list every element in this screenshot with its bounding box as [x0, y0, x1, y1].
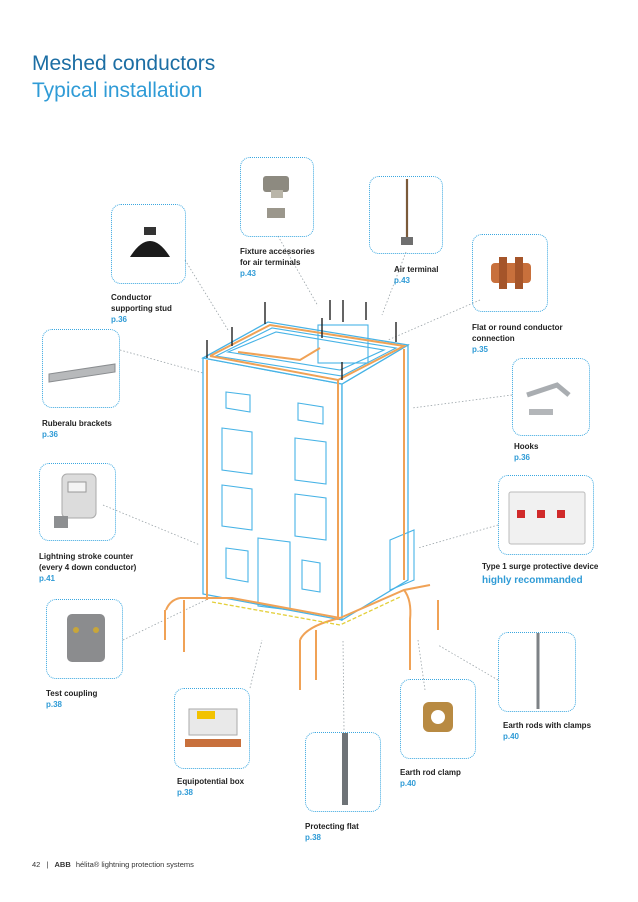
flat-connection-icon [491, 257, 531, 289]
label-fixture: Fixture accessories for air terminals p.… [240, 247, 315, 278]
label-surge: Type 1 surge protective device highly re… [482, 562, 599, 586]
page-subtitle: Typical installation [32, 79, 203, 102]
page-number: 42 [32, 860, 41, 869]
label-hooks: Hooks p.36 [514, 442, 539, 462]
earth-clamp-icon [423, 702, 453, 732]
footer-separator: | [46, 860, 49, 869]
label-conductor-stud: Conductor supporting stud p.36 [111, 293, 172, 324]
footer-text: hélita® lightning protection systems [75, 860, 194, 869]
label-protecting-flat: Protecting flat p.38 [305, 822, 359, 842]
label-counter: Lightning stroke counter (every 4 down c… [39, 552, 137, 583]
label-earth-clamp: Earth rod clamp p.40 [400, 768, 461, 788]
counter-frame [39, 463, 116, 541]
stroke-counter-icon [54, 473, 97, 528]
test-coupling-icon [67, 614, 105, 662]
label-test-coupling: Test coupling p.38 [46, 689, 98, 709]
surge-protector-icon [508, 491, 586, 545]
surge-device-frame [498, 475, 594, 555]
earth-clamp-frame [400, 679, 476, 759]
page-title: Meshed conductors [32, 52, 216, 75]
conductor-stud-icon [130, 227, 170, 257]
earth-rods-frame [498, 607, 576, 712]
equipotential-frame [174, 688, 250, 769]
hooks-frame [512, 358, 590, 436]
label-air-terminal: Air terminal p.43 [394, 265, 439, 285]
page-footer: 42 | ABB hélita® lightning protection sy… [32, 860, 194, 869]
ruberalu-frame [42, 329, 120, 408]
label-ruberalu: Ruberalu brackets p.36 [42, 419, 112, 439]
earth-rod-icon [536, 607, 540, 709]
flat-round-frame [472, 234, 548, 312]
conductor-stud-frame [111, 204, 186, 284]
hook-icon [526, 382, 571, 415]
air-terminal-frame [369, 176, 443, 254]
fixture-accessory-icon [263, 176, 289, 218]
equipotential-box-icon [185, 708, 241, 747]
ruberalu-bracket-icon [48, 363, 116, 383]
protecting-flat-frame [305, 693, 381, 812]
brand-name: ABB [54, 860, 71, 869]
protecting-flat-icon [342, 693, 348, 805]
test-coupling-frame [46, 599, 123, 679]
fixture-accessories-frame [240, 157, 314, 237]
label-flat-round: Flat or round conductor connection p.35 [472, 323, 563, 354]
label-earth-rods: Earth rods with clamps p.40 [503, 721, 592, 741]
air-terminal-icon [401, 179, 413, 245]
label-equipotential: Equipotential box p.38 [177, 777, 245, 797]
